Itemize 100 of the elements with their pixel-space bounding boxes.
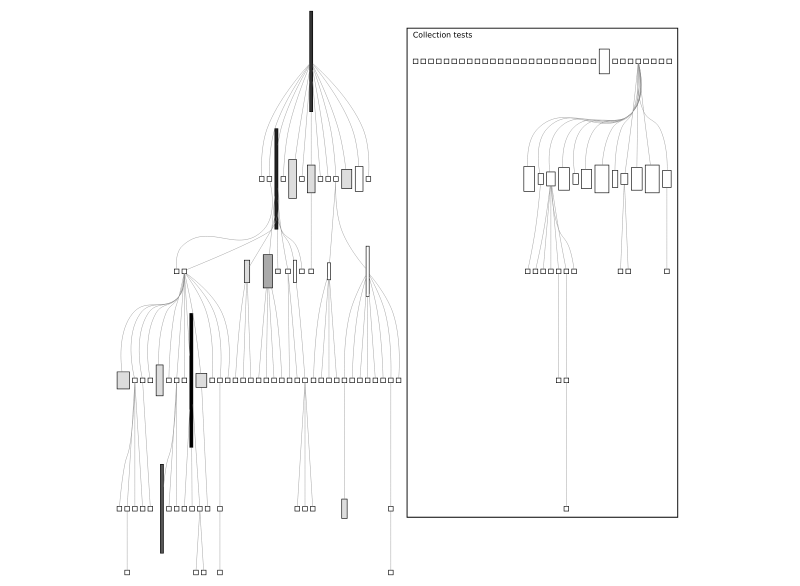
connector <box>624 184 628 270</box>
connector <box>270 288 282 378</box>
node-box <box>662 170 671 188</box>
connector <box>287 274 297 378</box>
node-box <box>388 378 393 383</box>
connector <box>168 382 176 507</box>
node-box <box>570 268 576 274</box>
connector <box>390 511 391 570</box>
node-box <box>546 172 555 186</box>
connector <box>219 511 220 570</box>
connector <box>184 274 200 374</box>
connector <box>550 186 551 270</box>
node-box <box>224 378 230 383</box>
node-box <box>556 268 561 274</box>
node-box <box>582 58 588 64</box>
connector <box>294 70 310 160</box>
node-box <box>280 176 286 182</box>
connector <box>312 277 328 378</box>
connector <box>312 63 369 177</box>
node-box <box>174 506 179 512</box>
connector <box>185 274 221 378</box>
node-bar <box>155 364 163 396</box>
connector <box>184 409 190 506</box>
connector <box>260 64 310 177</box>
node-box <box>620 173 628 185</box>
node-bar <box>306 164 315 194</box>
node-bar <box>262 254 272 288</box>
connector <box>249 216 275 266</box>
node-box <box>666 58 672 64</box>
node-box <box>341 378 347 383</box>
connector <box>312 65 346 170</box>
connector <box>287 274 290 378</box>
node-box <box>548 268 554 274</box>
connector <box>368 274 400 378</box>
node-bar <box>308 10 313 112</box>
connector <box>277 215 294 260</box>
connector <box>624 64 638 174</box>
node-box <box>132 378 137 383</box>
node-box <box>436 58 441 64</box>
node-box <box>388 570 393 576</box>
node-box <box>274 268 280 274</box>
node-box <box>181 378 186 383</box>
node-box <box>195 373 207 388</box>
node-bar <box>354 166 363 192</box>
node-box <box>147 506 152 512</box>
node-box <box>302 378 308 383</box>
connector <box>301 81 310 177</box>
node-bar <box>244 260 250 283</box>
connector <box>118 382 135 506</box>
connector <box>142 382 150 507</box>
node-box <box>536 58 542 64</box>
connector <box>246 282 250 378</box>
node-box <box>209 378 214 383</box>
connector <box>390 382 391 507</box>
node-box <box>132 506 137 512</box>
node-box <box>540 268 546 274</box>
node-box <box>147 378 152 383</box>
connector <box>366 296 368 378</box>
node-box <box>266 176 272 182</box>
node-box <box>332 176 338 182</box>
connector <box>266 288 268 378</box>
node-box <box>612 58 618 64</box>
connector <box>584 64 640 170</box>
connector <box>134 382 142 507</box>
connector <box>184 274 190 356</box>
node-box <box>294 506 300 512</box>
node-bar <box>340 498 347 519</box>
connector <box>258 288 266 378</box>
node-box <box>412 58 418 64</box>
connector <box>195 511 200 570</box>
connector <box>614 64 638 170</box>
node-box <box>349 378 354 383</box>
connector <box>282 66 310 177</box>
node-box <box>240 378 246 383</box>
connector <box>304 382 312 507</box>
node-box <box>528 58 534 64</box>
node-box <box>598 48 610 74</box>
connector <box>304 382 305 507</box>
node-box <box>317 176 323 182</box>
connector <box>352 277 366 378</box>
node-box <box>556 378 561 383</box>
node-box <box>340 168 352 189</box>
node-box <box>310 378 316 383</box>
connector <box>368 294 375 378</box>
node-box <box>620 58 625 64</box>
node-box <box>563 268 568 274</box>
node-box <box>474 58 480 64</box>
connector <box>219 382 220 507</box>
node-box <box>580 168 592 189</box>
node-box <box>192 570 198 576</box>
node-box <box>204 506 210 512</box>
node-box <box>318 378 324 383</box>
connector <box>550 186 574 270</box>
node-box <box>625 268 630 274</box>
connector <box>551 186 566 270</box>
node-box <box>524 268 530 274</box>
connector <box>535 186 550 270</box>
connector <box>368 274 391 378</box>
node-box <box>594 164 609 194</box>
node-bar <box>292 260 296 283</box>
